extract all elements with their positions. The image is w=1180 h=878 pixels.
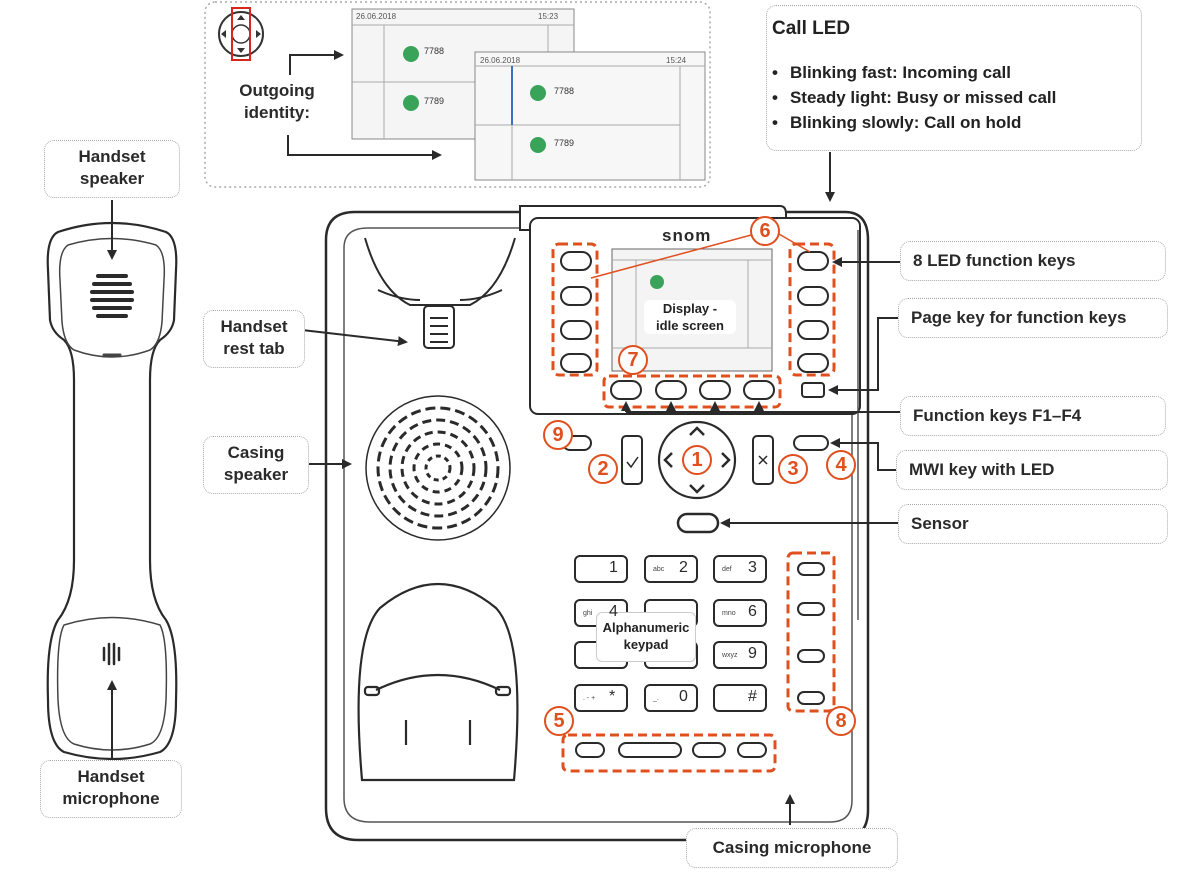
marker-4: 4 [826,450,856,480]
page-key[interactable] [801,382,825,398]
handset-mic-icon [102,642,121,666]
call-led-item: Blinking slowly: Call on hold [772,110,1056,135]
screen2-date: 26.06.2018 [480,56,521,65]
mwi-key-label: MWI key with LED [896,450,1168,490]
screen1-entry-1: 7788 [424,46,445,56]
marker-8: 8 [826,706,856,736]
display-label-line2: idle screen [656,318,724,333]
right-led-keys-highlight [788,242,836,377]
marker-9: 9 [543,420,573,450]
keypad-key-digit: 1 [609,559,618,576]
outgoing-identity-label: Outgoing identity: [222,80,332,124]
keypad-key-letters: mno [722,610,736,617]
display-label: Display - idle screen [644,300,736,334]
keypad-key-digit: 6 [748,603,757,620]
handset-speaker-line1: Handset [78,147,146,166]
page-key-label: Page key for function keys [898,298,1168,338]
keypad-key-9[interactable] [713,641,767,669]
keypad-key-letters: ghi [583,610,593,617]
handset-rest-tab-line2: rest tab [223,339,285,358]
keypad-key-hash[interactable] [713,684,767,712]
keypad-key-0[interactable] [644,684,698,712]
call-led-item: Steady light: Busy or missed call [772,85,1056,110]
right-led-keys[interactable] [797,251,829,373]
display-label-line1: Display - [662,301,718,316]
screen1-time: 15:23 [538,12,559,21]
keypad-label-line1: Alphanumeric [602,620,690,635]
outgoing-identity-line2: identity: [243,103,311,122]
screen2-time: 15:24 [666,56,687,65]
handset-microphone-label: Handset microphone [40,766,182,810]
handset-speaker-label: Handset speaker [44,146,180,190]
nav-key-icon [218,7,264,61]
keypad-key-digit: 0 [679,688,688,705]
handset-microphone-line1: Handset [77,767,145,786]
marker-2: 2 [588,454,618,484]
keypad-key-digit: * [609,688,616,705]
keypad-key-digit: 2 [679,559,688,576]
right-side-keys-highlight [786,551,836,713]
right-side-keys[interactable] [797,562,825,705]
function-keys-label: Function keys F1–F4 [900,396,1166,436]
handset-speaker-grille [90,274,134,318]
keypad-key-letters: abc [653,566,665,573]
casing-speaker-line1: Casing [227,443,285,462]
bottom-keys[interactable] [575,742,767,758]
keypad-key-3[interactable] [713,555,767,583]
handset-speaker-box [44,140,180,198]
outgoing-screen-2 [474,51,706,181]
bottom-keys-highlight [561,733,777,773]
marker-5: 5 [544,706,574,736]
handset-rest-tab-label: Handset rest tab [203,316,305,360]
function-keys-f1-f4[interactable] [610,380,775,400]
call-led-item: Blinking fast: Incoming call [772,60,1056,85]
handset-rest-tab-box [203,310,305,368]
keypad-key-digit: 3 [748,559,757,576]
keypad-key-letters: wxyz [722,652,738,659]
leader-lines [301,152,900,825]
left-led-keys-highlight [551,242,599,377]
keypad-key-letters: . - + [583,695,596,702]
marker-7: 7 [618,345,648,375]
lower-cradle [357,582,519,782]
keypad-key-2[interactable] [644,555,698,583]
function-keys-highlight [602,374,782,409]
casing-speaker-box [203,436,309,494]
brand-logo: snom [662,226,712,245]
screen1-entry-2: 7789 [424,96,445,106]
keypad-key-6[interactable] [713,599,767,627]
marker-1: 1 [682,445,712,475]
keypad-key-star[interactable] [574,684,628,712]
keypad-label-line2: keypad [623,637,669,652]
call-led-title: Call LED [772,18,851,39]
keypad-key-letters: def [722,566,732,573]
handset-microphone-line2: microphone [62,789,160,808]
casing-microphone-label: Casing microphone [686,828,898,868]
handset-microphone-box [40,760,182,818]
screen2-entry-2: 7789 [554,138,575,148]
marker-3: 3 [778,454,808,484]
sensor-label: Sensor [898,504,1168,544]
handset [46,221,178,761]
handset-cradle [364,237,516,349]
call-led-list: Blinking fast: Incoming call Steady ligh… [772,60,1056,135]
keypad-label: Alphanumeric keypad [596,612,696,662]
casing-speaker-label: Casing speaker [203,442,309,486]
screen1-date: 26.06.2018 [356,12,397,21]
screen2-entry-1: 7788 [554,86,575,96]
left-led-keys[interactable] [560,251,592,373]
casing-speaker-line2: speaker [223,465,289,484]
led-function-keys-label: 8 LED function keys [900,241,1166,281]
outgoing-identity-line1: Outgoing [239,81,315,100]
keypad-key-digit: 4 [609,603,618,620]
handset-rest-tab-line1: Handset [220,317,288,336]
keypad-key-digit: 9 [748,645,757,662]
casing-speaker-grille [365,395,511,541]
keypad-key-letters: _. [653,695,659,702]
keypad-key-1[interactable] [574,555,628,583]
keypad-key-digit: # [748,688,757,705]
marker-6: 6 [750,216,780,246]
handset-speaker-line2: speaker [79,169,145,188]
